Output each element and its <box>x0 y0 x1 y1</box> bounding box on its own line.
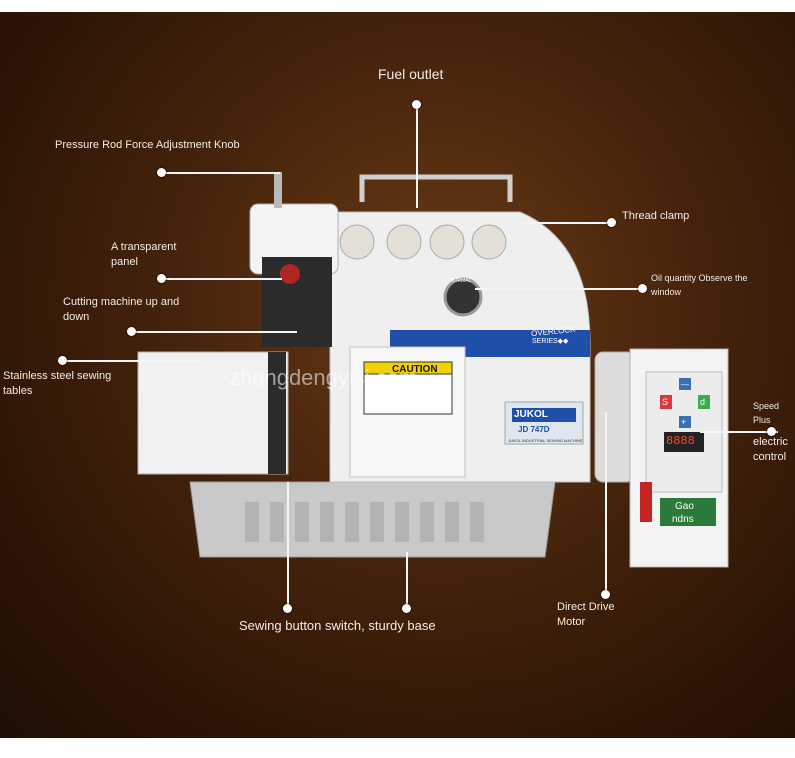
callout-line-panel <box>162 278 282 280</box>
callout-dot-button <box>283 604 292 613</box>
label-sewing-button: Sewing button switch, sturdy base <box>239 618 436 633</box>
control-d-button: d <box>700 397 706 407</box>
callout-dot-speed <box>767 427 776 436</box>
control-display: 8888 <box>666 434 695 448</box>
callout-line-base <box>406 552 408 608</box>
callout-line-fuel <box>416 105 418 208</box>
label-oil-window: Oil quantity Observe the window <box>651 273 748 297</box>
motor-brand-label: Gao <box>675 501 694 512</box>
label-transparent-panel: A transparent panel <box>111 241 177 268</box>
label-cutting-machine: Cutting machine up and down <box>63 296 180 323</box>
label-electric-control: electric control <box>753 436 788 463</box>
label-stainless-table: Stainless steel sewing tables <box>3 370 112 397</box>
callout-dot-motor <box>601 590 610 599</box>
callout-line-thread <box>520 222 612 224</box>
callout-dot-fuel <box>412 100 421 109</box>
brand-label: JUKOL <box>514 409 548 420</box>
normal-label: NORMAL <box>450 278 472 284</box>
callout-dot-base <box>402 604 411 613</box>
label-pressure-rod: Pressure Rod Force Adjustment Knob <box>55 139 240 151</box>
control-plus-button: + <box>681 417 687 427</box>
callout-dot-thread <box>607 218 616 227</box>
label-direct-drive: Direct Drive Motor <box>557 601 615 628</box>
callout-dot-oil <box>638 284 647 293</box>
motor-brand-label-2: ndns <box>672 514 694 525</box>
control-s-button: S <box>662 397 669 407</box>
model-label: JD 747D <box>518 425 550 434</box>
label-fuel-outlet: Fuel outlet <box>378 66 444 82</box>
callout-line-speed <box>700 431 778 433</box>
callout-dot-pressure <box>157 168 166 177</box>
watermark: zhongdengyisi.com <box>229 365 418 390</box>
callout-dot-panel <box>157 274 166 283</box>
subtitle-label: JUKOL INDUSTRIAL SEWING MACHINE <box>508 438 583 443</box>
callout-line-button <box>287 482 289 608</box>
series-text: SERIES◆◆ <box>532 338 569 345</box>
control-minus-button: — <box>681 380 689 389</box>
callout-line-oil <box>475 288 643 290</box>
callout-dot-cutting <box>127 327 136 336</box>
product-image-stage: OVERLOCK SERIES◆◆ CAUTION JUKOL JD 747D … <box>0 12 795 738</box>
overlock-sewing-machine-illustration <box>137 172 729 568</box>
caution-label: CAUTION <box>392 364 438 375</box>
label-thread-clamp: Thread clamp <box>622 210 690 222</box>
callout-line-motor <box>605 412 607 594</box>
callout-line-table <box>63 360 203 362</box>
callout-line-cutting <box>132 331 297 333</box>
callout-dot-table <box>58 356 67 365</box>
callout-line-pressure <box>162 172 280 174</box>
label-speed-plus: Speed Plus <box>753 401 780 425</box>
